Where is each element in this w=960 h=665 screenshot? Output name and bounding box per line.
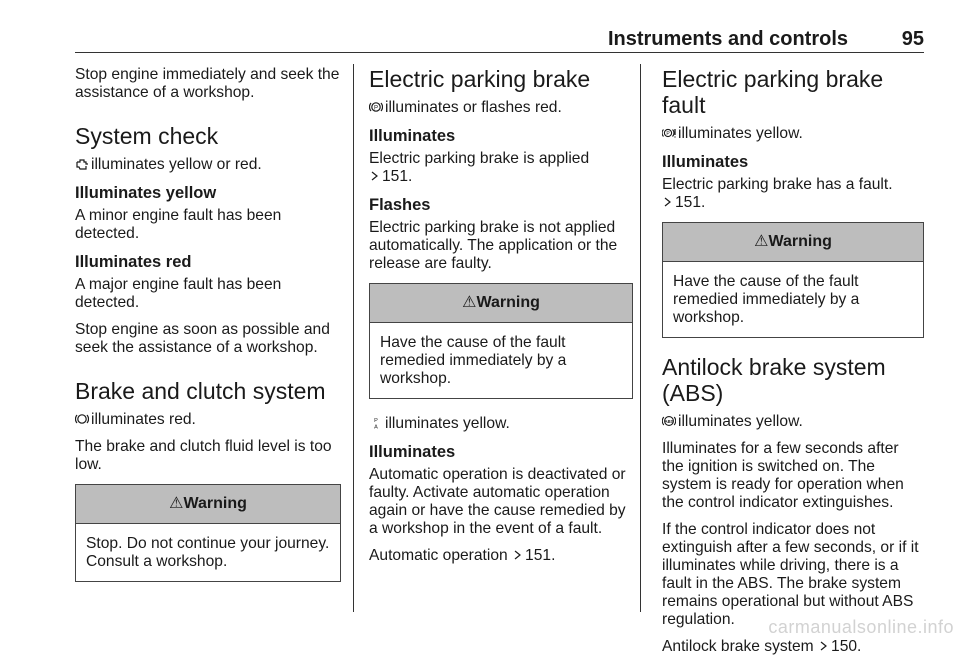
illuminates-red-text-2: Stop engine as soon as possible and seek… [75, 321, 330, 356]
page-ref-icon [514, 550, 522, 560]
column-divider-1 [353, 64, 354, 612]
illuminates-red-heading: Illuminates red [75, 253, 192, 271]
system-check-heading: System check [75, 123, 219, 149]
header-rule [75, 52, 924, 53]
system-check-desc: illuminates yellow or red. [75, 156, 341, 174]
epb-flashes-text: Electric parking brake is not applied au… [369, 219, 618, 272]
abs-ref: Antilock brake system 150. [662, 638, 862, 655]
auto-ref: Automatic operation 151. [369, 547, 556, 564]
page-header: Instruments and controls 95 [75, 26, 924, 54]
parking-brake-icon: P [369, 102, 383, 112]
svg-text:P: P [666, 131, 670, 137]
warning-triangle-icon: ⚠ [754, 233, 769, 250]
svg-text:A: A [374, 425, 378, 431]
epb-fault-heading: Electric parking brake fault [662, 66, 884, 118]
epb-fault-illuminates-text: Electric parking brake has a fault.151. [662, 176, 893, 211]
column-divider-2 [640, 64, 641, 612]
epb-illuminates-heading: Illuminates [369, 127, 456, 145]
page-ref-icon [820, 641, 827, 651]
warning-triangle-icon: ⚠ [462, 294, 477, 311]
illuminates-yellow-heading: Illuminates yellow [75, 184, 217, 202]
svg-text:P: P [374, 106, 378, 112]
column-1: Stop engine immediately and seek the ass… [75, 66, 341, 598]
epb-flashes-heading: Flashes [369, 196, 431, 214]
page-ref-icon [371, 171, 378, 181]
warning-text: Have the cause of the fault remedied imm… [380, 334, 567, 387]
abs-icon: ABS [662, 416, 676, 426]
illuminates-red-text: A major engine fault has been detected. [75, 276, 282, 311]
chapter-title: Instruments and controls [607, 28, 848, 50]
auto-parking-icon: PA [374, 418, 378, 431]
auto-illuminates-text: Automatic operation is deactivated or fa… [369, 466, 626, 537]
abs-text-1: Illuminates for a few seconds after the … [662, 440, 904, 511]
brake-clutch-text: The brake and clutch fluid level is too … [75, 438, 332, 473]
svg-text:P: P [374, 418, 378, 424]
warning-box: ⚠Warning Stop. Do not continue your jour… [75, 484, 341, 582]
svg-text:ABS: ABS [665, 419, 674, 424]
parking-brake-fault-icon: P [662, 128, 676, 138]
intro-text: Stop engine immediately and seek the ass… [75, 66, 340, 101]
abs-heading: Antilock brake system (ABS) [662, 354, 886, 406]
epb-fault-illuminates-heading: Illuminates [662, 153, 749, 171]
warning-header: ⚠Warning [663, 223, 923, 262]
brake-clutch-heading: Brake and clutch system [75, 378, 326, 404]
warning-header: ⚠Warning [76, 485, 340, 524]
auto-illuminates-heading: Illuminates [369, 443, 456, 461]
abs-text-2: If the control indicator does not exting… [662, 521, 919, 628]
epb-heading: Electric parking brake [369, 66, 591, 92]
engine-icon [76, 159, 88, 170]
page-ref-icon [664, 197, 671, 207]
warning-triangle-icon: ⚠ [169, 495, 184, 512]
warning-box: ⚠Warning Have the cause of the fault rem… [369, 283, 633, 399]
warning-header: ⚠Warning [370, 284, 632, 323]
brake-warning-icon [75, 414, 89, 424]
illuminates-yellow-text: A minor engine fault has been detected. [75, 207, 282, 242]
watermark: carmanualsonline.info [768, 617, 954, 637]
page-number: 95 [901, 28, 924, 50]
warning-box: ⚠Warning Have the cause of the fault rem… [662, 222, 924, 338]
brake-clutch-desc: illuminates red. [75, 411, 341, 429]
warning-text: Stop. Do not continue your journey. Cons… [86, 535, 330, 570]
warning-text: Have the cause of the fault remedied imm… [673, 273, 860, 326]
